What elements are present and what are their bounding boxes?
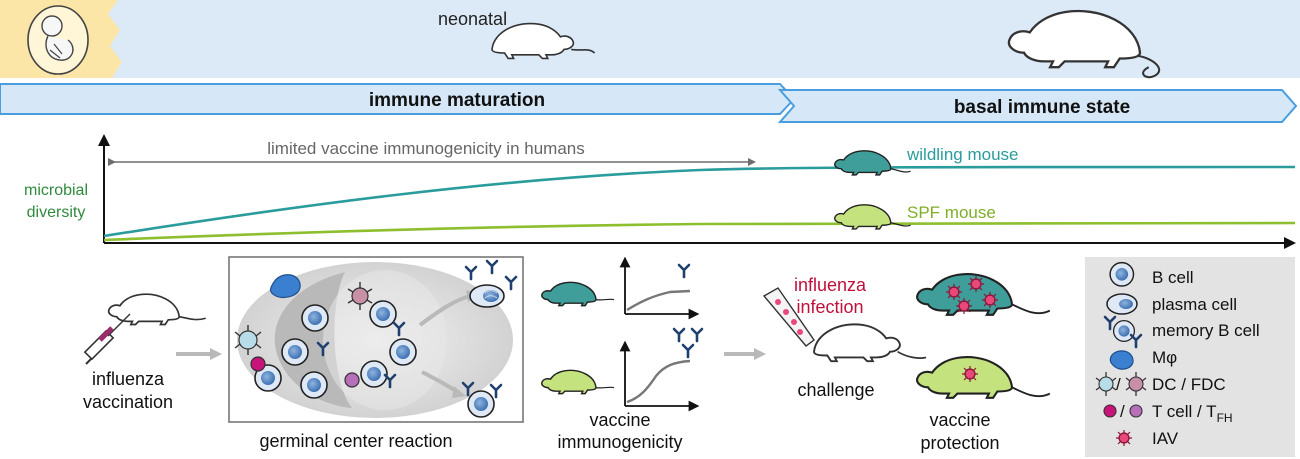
b-cell bbox=[300, 371, 328, 399]
plasma-cell bbox=[469, 284, 505, 308]
germinal-center-panel: germinal center reaction bbox=[228, 256, 524, 451]
y-axis-label-line1: microbial bbox=[24, 182, 88, 199]
vaccinated-mouse-icon bbox=[107, 293, 206, 326]
legend-label-macrophage: Mφ bbox=[1152, 348, 1177, 367]
microbial-diversity-graph: microbial diversity limited vaccine immu… bbox=[24, 134, 1296, 249]
germinal-center-label: germinal center reaction bbox=[259, 431, 452, 451]
spf-mouse-curve bbox=[103, 221, 1296, 242]
embryo-icon bbox=[27, 5, 89, 75]
challenged-mouse-icon bbox=[813, 323, 927, 363]
immune-maturation-label: immune maturation bbox=[369, 90, 545, 111]
legend-label-b-cell: B cell bbox=[1152, 268, 1194, 287]
dendritic-cell bbox=[234, 325, 262, 355]
legend-panel: B cell plasma cell memory B cell Mφ / DC… bbox=[1085, 257, 1295, 457]
y-axis-label-line2: diversity bbox=[27, 204, 86, 221]
lime-mouse-small-icon bbox=[541, 369, 615, 395]
arrow-to-plasma-cell bbox=[418, 294, 471, 327]
adult-mouse-icon bbox=[1007, 9, 1161, 79]
protected-lime-mouse-icon bbox=[916, 356, 1051, 399]
basal-immune-state-label: basal immune state bbox=[954, 97, 1130, 118]
immune-maturation-arrow bbox=[0, 83, 796, 115]
basal-immune-state-arrow bbox=[777, 89, 1298, 123]
protection-step: vaccine protection bbox=[916, 273, 1051, 453]
challenge-label: challenge bbox=[797, 380, 874, 400]
infection-label-line2: infection bbox=[796, 297, 863, 317]
b-cell bbox=[281, 338, 309, 366]
vaccination-label-line2: vaccination bbox=[83, 392, 173, 412]
svg-text:/: / bbox=[1116, 375, 1121, 394]
wildling-mouse-marker-icon bbox=[834, 150, 911, 176]
range-annotation-label: limited vaccine immunogenicity in humans bbox=[267, 139, 584, 158]
legend-label-iav: IAV bbox=[1152, 429, 1179, 448]
legend-label-plasma-cell: plasma cell bbox=[1152, 295, 1237, 314]
top-timeline-band: neonatal bbox=[0, 0, 1300, 79]
follicular-dendritic-cell bbox=[347, 282, 373, 310]
high-response-minichart bbox=[619, 327, 704, 412]
t-cell bbox=[250, 356, 266, 372]
challenge-step: influenza infection challenge bbox=[762, 275, 927, 400]
neonatal-label: neonatal bbox=[438, 9, 507, 29]
b-cell bbox=[360, 360, 388, 388]
pipette-icon bbox=[762, 287, 815, 347]
b-cell bbox=[389, 338, 417, 366]
wildling-mouse-series-label: wildling mouse bbox=[906, 145, 1019, 164]
spf-mouse-marker-icon bbox=[834, 204, 911, 230]
b-cell bbox=[369, 300, 397, 328]
plasma-cell-icon bbox=[1106, 293, 1138, 315]
protection-label-line1: vaccine bbox=[929, 410, 990, 430]
low-response-minichart bbox=[619, 256, 700, 320]
phase-arrows: immune maturation basal immune state bbox=[0, 83, 1298, 123]
t-fh-cell bbox=[344, 372, 360, 388]
teal-mouse-small-icon bbox=[541, 281, 615, 307]
b-cell-icon bbox=[1109, 261, 1135, 287]
immunogenicity-step: vaccine immunogenicity bbox=[541, 256, 766, 452]
virus-icon bbox=[1115, 429, 1133, 447]
t-cell-icon: / bbox=[1103, 402, 1143, 421]
dendritic-cell-icon: / bbox=[1095, 372, 1147, 396]
wildling-mouse-curve bbox=[103, 165, 1296, 238]
macrophage-icon bbox=[1109, 350, 1134, 370]
legend-label-t-cell: T cell / TFH bbox=[1152, 402, 1233, 425]
memory-b-cell bbox=[467, 390, 495, 418]
vaccination-label-line1: influenza bbox=[92, 369, 165, 389]
svg-text:/: / bbox=[1120, 402, 1125, 421]
legend-label-memory-b-cell: memory B cell bbox=[1152, 321, 1260, 340]
b-cell bbox=[301, 304, 329, 332]
syringe-icon bbox=[83, 313, 131, 365]
infection-label-line1: influenza bbox=[794, 275, 867, 295]
immunogenicity-label-line2: immunogenicity bbox=[557, 432, 682, 452]
spf-mouse-series-label: SPF mouse bbox=[907, 203, 996, 222]
infected-teal-mouse-icon bbox=[916, 273, 1051, 316]
immunogenicity-label-line1: vaccine bbox=[589, 410, 650, 430]
macrophage-cell bbox=[269, 274, 301, 299]
vaccination-step: influenza vaccination bbox=[83, 293, 222, 412]
legend-label-dc-fdc: DC / FDC bbox=[1152, 375, 1226, 394]
protection-label-line2: protection bbox=[920, 433, 999, 453]
neonatal-mouse-icon bbox=[491, 22, 596, 60]
